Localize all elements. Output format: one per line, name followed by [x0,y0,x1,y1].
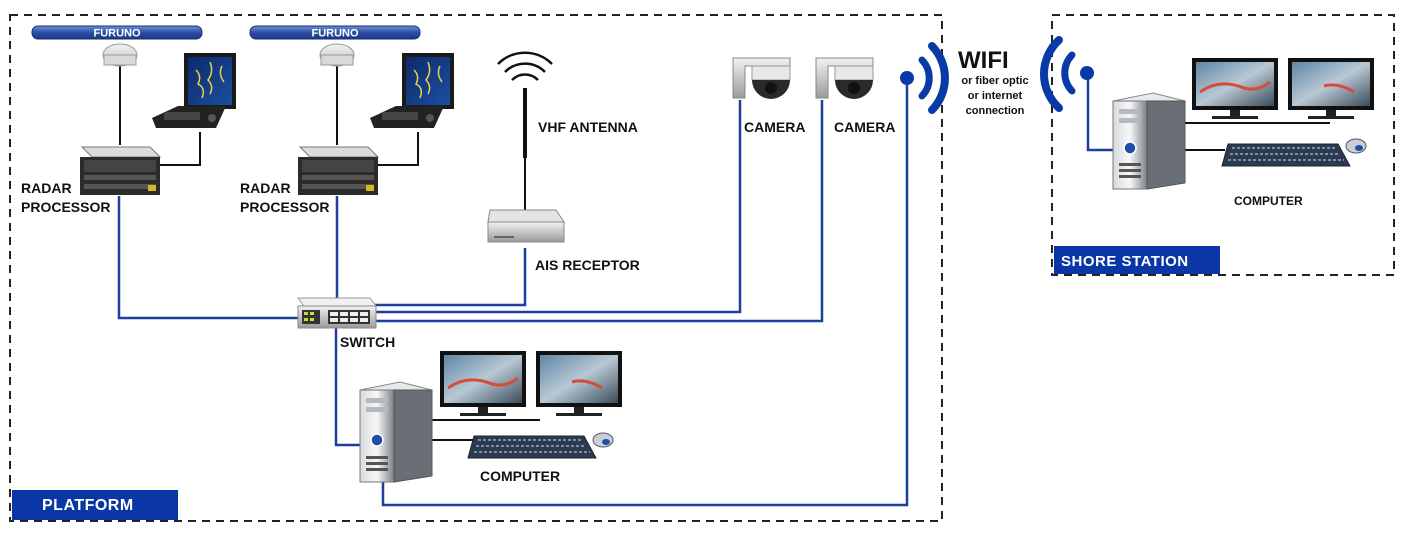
wifi-line3: connection [966,105,1025,117]
computer-label: COMPUTER [480,468,560,484]
monitor-icon [440,351,526,416]
keyboard-icon [467,435,597,459]
shore-badge-text: SHORE STATION [1061,253,1189,270]
ais-receptor-icon [487,209,565,243]
camera-1: CAMERA [732,57,805,135]
platform-border [9,14,943,522]
ais-receptor: AIS RECEPTOR [487,209,640,273]
radar-antenna-icon: FURUNO [31,25,203,67]
computer-tower-icon [1112,92,1186,190]
radar-label-line2: PROCESSOR [21,199,110,215]
wifi-title: WIFI [958,47,1009,74]
link-shore-wifi [1086,78,1115,152]
radar-display-icon [152,53,236,128]
dome-camera-icon [732,57,791,99]
vhf-antenna-icon [497,51,553,158]
monitor-icon [536,351,622,416]
radar-antenna-icon: FURUNO [249,25,421,67]
wifi: WIFI or fiber optic or internet connecti… [900,36,1094,117]
ais-receptor-label: AIS RECEPTOR [535,257,640,273]
mouse-icon [592,432,614,448]
radar-brand: FURUNO [311,28,358,40]
link-computer-wifi [381,78,909,507]
radar-processor-icon [298,146,380,195]
radar-label-line2: PROCESSOR [240,199,329,215]
switch-label: SWITCH [340,334,395,350]
shore-computer-label: COMPUTER [1234,194,1303,208]
wifi-signal-icon [1039,36,1094,112]
link-ais-switch [374,248,527,307]
platform-badge-text: PLATFORM [42,497,134,514]
keyboard-icon [1221,143,1351,167]
radar-label-line1: RADAR [21,180,72,196]
radar-unit-1: FURUNO RADAR PROCESSOR [21,25,236,215]
dome-camera-icon [815,57,874,99]
monitor-icon [1288,58,1374,119]
link-radar1-switch [117,196,300,320]
camera-2: CAMERA [815,57,895,135]
vhf-antenna-label: VHF ANTENNA [538,119,638,135]
link-camera1-switch [374,100,742,314]
device-cables [119,64,1330,441]
link-camera2-switch [374,100,824,323]
wifi-signal-icon [900,42,949,114]
computer-tower-icon [359,381,433,483]
switch: SWITCH [297,297,395,350]
wifi-line2: or internet [968,90,1023,102]
platform-computer: COMPUTER [359,351,622,484]
camera-label: CAMERA [834,119,895,135]
wifi-line1: or fiber optic [961,75,1028,87]
radar-unit-2: FURUNO RADAR PROCESSOR [240,25,454,215]
network-switch-icon [297,297,377,329]
radar-brand: FURUNO [93,28,140,40]
monitor-icon [1192,58,1278,119]
shore-computer: COMPUTER [1112,58,1374,208]
radar-display-icon [370,53,454,128]
shore-badge: SHORE STATION [1054,246,1220,274]
radar-label-line1: RADAR [240,180,291,196]
network-links [117,78,1115,507]
vhf-antenna: VHF ANTENNA [497,51,638,158]
platform-badge: PLATFORM [12,490,178,520]
shore-border [1051,14,1395,276]
radar-processor-icon [80,146,162,195]
link-switch-computer [334,328,360,447]
camera-label: CAMERA [744,119,805,135]
mouse-icon [1345,138,1367,154]
